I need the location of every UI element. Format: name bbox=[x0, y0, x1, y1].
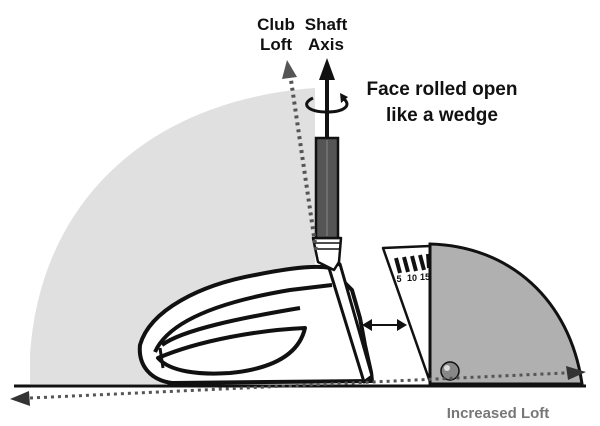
club-loft-line bbox=[289, 79, 318, 251]
shaft-axis-arrowhead bbox=[319, 58, 335, 80]
gauge-ticks bbox=[394, 253, 431, 274]
gauge-tick-label: 10 bbox=[407, 273, 417, 283]
increased-loft-line bbox=[29, 371, 566, 400]
face-rolled-label: like a wedge bbox=[386, 105, 498, 126]
gauge-tick-label: 15 bbox=[420, 272, 430, 282]
shaft-axis-label: Axis bbox=[308, 35, 344, 54]
club-loft-label: Loft bbox=[260, 35, 292, 54]
gauge-quarter bbox=[428, 242, 584, 386]
club-loft-arrowhead bbox=[282, 60, 297, 79]
rotation-arrow bbox=[305, 96, 349, 114]
shaft-axis-label: Shaft bbox=[305, 15, 348, 34]
increased-loft-arrowhead-left bbox=[10, 391, 30, 406]
face-rolled-label: Face rolled open bbox=[367, 79, 518, 100]
club-head bbox=[137, 264, 374, 385]
club-loft-label: Club bbox=[257, 15, 295, 34]
gauge-tick-label: 5 bbox=[396, 274, 401, 284]
increased-loft-arrowhead-right bbox=[566, 366, 586, 380]
increased-loft-label: Increased Loft bbox=[447, 405, 550, 422]
